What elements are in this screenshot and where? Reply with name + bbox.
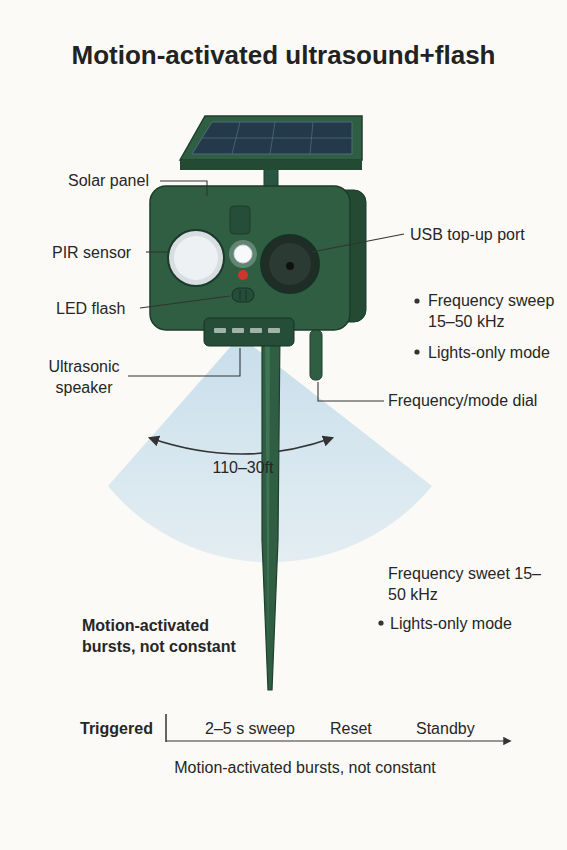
feature-note: Lights-only mode xyxy=(390,613,512,634)
housing-detail xyxy=(230,206,250,234)
behaviour-note: Motion-activated bursts, not constant xyxy=(82,615,252,657)
pir-lens xyxy=(174,236,218,280)
ultrasonic-speaker xyxy=(204,318,294,346)
solar-cells xyxy=(192,122,352,154)
solar-cell-grid xyxy=(202,122,352,154)
feature-note: Frequency sweet 15–50 kHz xyxy=(388,563,548,605)
housing-body xyxy=(150,186,350,330)
timeline-label: Standby xyxy=(416,718,475,739)
speaker-slots xyxy=(214,328,280,333)
status-led xyxy=(238,270,248,280)
solar-panel-edge xyxy=(180,160,362,170)
feature-note: Lights-only mode xyxy=(428,342,550,363)
pir-sensor xyxy=(168,230,224,286)
leader-lines xyxy=(128,181,404,401)
range-label: 110–30ft xyxy=(193,457,293,478)
led-glow xyxy=(229,240,257,268)
title: Motion-activated ultrasound+flash xyxy=(0,40,567,71)
solar-panel-frame xyxy=(180,116,362,160)
ground-stake xyxy=(262,330,280,690)
timeline-axis xyxy=(166,740,510,741)
usb-port xyxy=(286,262,294,270)
timeline-label: Reset xyxy=(330,718,372,739)
caption-note: Motion-activated bursts, not constant xyxy=(100,757,510,778)
speaker-port xyxy=(261,235,319,293)
timeline-label: 2–5 s sweep xyxy=(205,718,295,739)
part-label: Solar panel xyxy=(68,170,149,191)
part-label: Frequency/mode dial xyxy=(388,390,548,411)
part-label: Ultrasonic speaker xyxy=(36,356,132,398)
mode-dial xyxy=(310,330,322,380)
feature-note: Frequency sweep 15–50 kHz xyxy=(428,290,558,332)
part-label: PIR sensor xyxy=(52,242,131,263)
speaker-cone xyxy=(269,243,311,285)
mode-switch xyxy=(232,288,254,302)
stake-highlight xyxy=(265,330,270,660)
part-label: LED flash xyxy=(56,298,125,319)
part-label: USB top-up port xyxy=(410,224,525,245)
coverage-arrow xyxy=(150,438,332,454)
timeline-label: Triggered xyxy=(80,718,153,739)
timeline-start xyxy=(165,714,167,742)
